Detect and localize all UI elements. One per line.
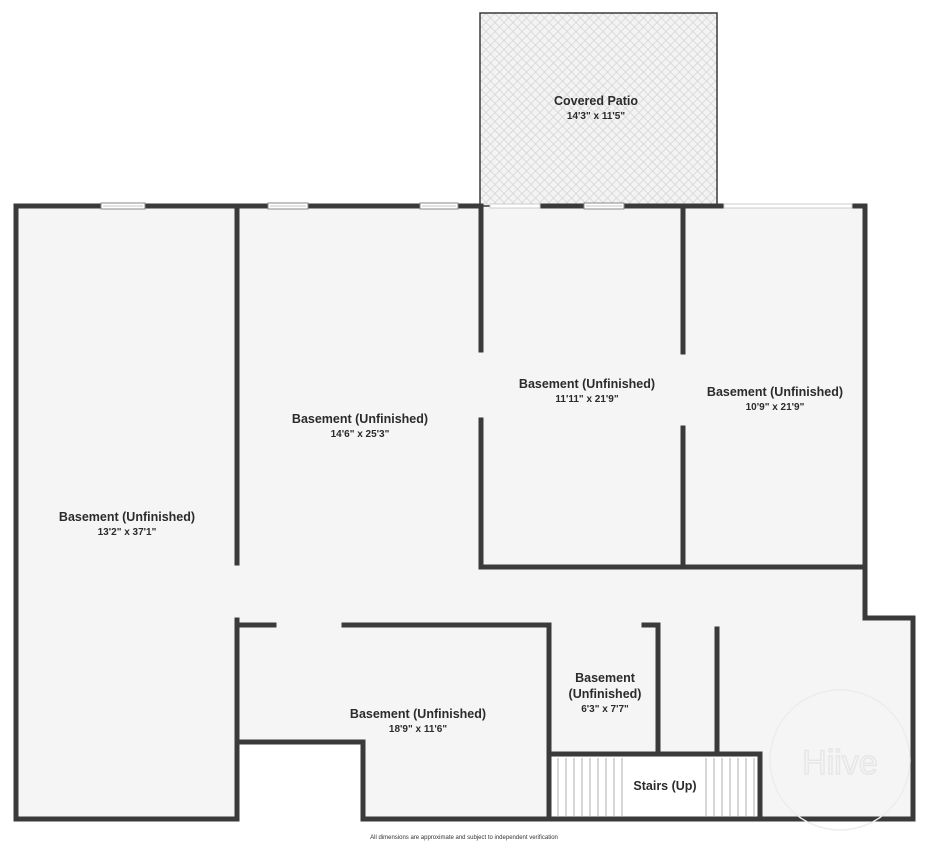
basement-center-name: Basement (Unfinished): [292, 412, 428, 426]
covered-patio-area: [479, 12, 718, 207]
basement-small-name-line2: (Unfinished): [569, 687, 642, 701]
basement-small-dims: 6'3" x 7'7": [581, 704, 629, 715]
basement-floor: [16, 206, 913, 819]
basement-small-name-line1: Basement: [575, 671, 636, 685]
basement-left-dims: 13'2" x 37'1": [98, 527, 157, 538]
watermark-logo: Hiive: [769, 689, 911, 831]
stairs-treads: [551, 757, 760, 817]
basement-center-dims: 14'6" x 25'3": [331, 429, 390, 440]
patio-dims: 14'3" x 11'5": [567, 111, 625, 122]
basement-bottom-dims: 18'9" x 11'6": [389, 724, 447, 735]
basement-right-name: Basement (Unfinished): [707, 385, 843, 399]
door-opening-patio: [489, 203, 541, 209]
patio-name: Covered Patio: [554, 94, 638, 108]
door-opening-right: [723, 203, 853, 209]
disclaimer-footnote: All dimensions are approximate and subje…: [370, 835, 558, 841]
basement-mid-right-dims: 11'11" x 21'9": [555, 394, 618, 405]
walls: [13, 203, 916, 822]
basement-left-name: Basement (Unfinished): [59, 510, 195, 524]
stairs-name: Stairs (Up): [633, 779, 696, 793]
basement-mid-right-name: Basement (Unfinished): [519, 377, 655, 391]
svg-text:Hiive: Hiive: [802, 744, 878, 782]
basement-bottom-name: Basement (Unfinished): [350, 707, 486, 721]
lower-left-exterior-notch: [239, 744, 363, 822]
basement-right-dims: 10'9" x 21'9": [746, 402, 805, 413]
